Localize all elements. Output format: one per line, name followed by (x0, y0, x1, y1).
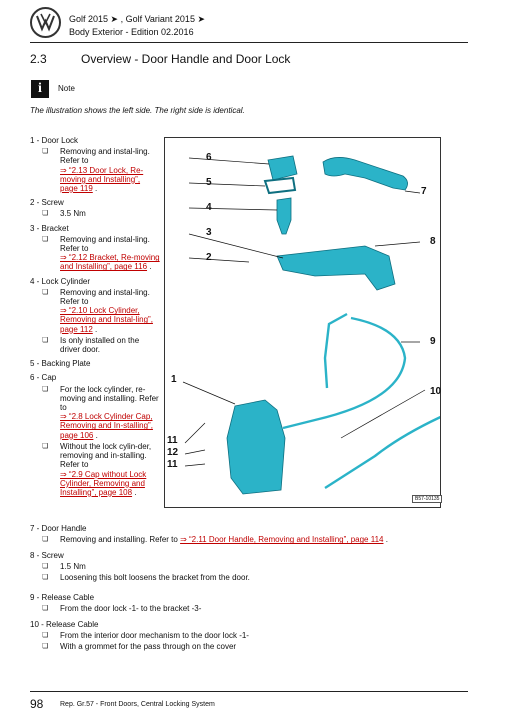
legend-bullet: From the interior door mechanism to the … (30, 631, 470, 640)
legend-heading: 2 - Screw (30, 198, 64, 208)
callout-10: 10 (430, 386, 442, 397)
callout-9: 9 (430, 336, 436, 347)
note-label: Note (58, 84, 75, 93)
header-edition: Body Exterior - Edition 02.2016 (69, 27, 194, 37)
page-number: 98 (30, 697, 44, 711)
callout-2: 2 (206, 252, 212, 263)
callout-12: 12 (167, 447, 179, 458)
legend-bullet: With a grommet for the pass through on t… (30, 642, 470, 651)
legend-heading: 1 - Door Lock (30, 136, 79, 145)
legend-item: 5 - Backing Plate (30, 359, 160, 368)
cross-reference-link[interactable]: ⇒ “2.10 Lock Cylinder, Removing and Inst… (60, 306, 153, 334)
callout-4: 4 (206, 202, 212, 213)
legend-item: 1 - Door Lock Removing and instal-ling. … (30, 136, 160, 193)
legend-bullet: 1.5 Nm (30, 562, 470, 571)
note-icon: i (31, 80, 49, 98)
header-rule (30, 42, 468, 43)
header-model: Golf 2015 ➤ , Golf Variant 2015 ➤ (69, 14, 205, 24)
legend-item: 10 - Release Cable From the interior doo… (30, 620, 470, 652)
callout-1: 1 (171, 374, 177, 385)
legend-heading: 6 - Cap (30, 373, 57, 383)
legend-item: 2 - Screw 3.5 Nm (30, 198, 160, 219)
callout-5: 5 (206, 177, 212, 188)
legend-item: 9 - Release Cable From the door lock -1-… (30, 593, 470, 614)
note-text: The illustration shows the left side. Th… (30, 106, 245, 115)
callout-7: 7 (421, 186, 427, 197)
legend-heading: 9 - Release Cable (30, 593, 95, 602)
cross-reference-link[interactable]: ⇒ “2.13 Door Lock, Re-moving and Install… (60, 165, 144, 194)
section-number: 2.3 (30, 52, 47, 66)
footer-text: Rep. Gr.57 - Front Doors, Central Lockin… (60, 701, 215, 708)
vw-logo (30, 7, 61, 38)
legend-item: 4 - Lock Cylinder Removing and instal-li… (30, 277, 160, 355)
cross-reference-link[interactable]: ⇒ “2.9 Cap without Lock Cylinder, Removi… (60, 469, 147, 497)
callout-11: 11 (167, 435, 178, 446)
callout-3: 3 (206, 227, 212, 238)
legend-bullet: 3.5 Nm (30, 209, 160, 218)
legend-bullet: Removing and installing. Refer to ⇒ “2.1… (30, 535, 470, 544)
legend-item: 7 - Door Handle Removing and installing.… (30, 524, 470, 545)
exploded-view-drawing (182, 155, 440, 495)
legend-bullet: Without the lock cylin-der, removing and… (30, 442, 160, 497)
legend-item: 6 - Cap For the lock cylinder, re-moving… (30, 373, 160, 497)
legend-heading: 4 - Lock Cylinder (30, 276, 91, 286)
legend-bullet: From the door lock -1- to the bracket -3… (30, 604, 470, 613)
legend-heading: 3 - Bracket (30, 223, 69, 233)
legend-heading: 10 - Release Cable (30, 620, 99, 629)
legend-bullet: Removing and instal-ling. Refer to⇒ “2.1… (30, 147, 160, 193)
exploded-view-figure: 6 5 4 3 2 7 8 9 10 1 11 12 11 (164, 137, 441, 508)
legend-item: 3 - Bracket Removing and instal-ling. Re… (30, 224, 160, 272)
section-title: Overview - Door Handle and Door Lock (81, 52, 291, 66)
legend-heading: 7 - Door Handle (30, 524, 87, 533)
legend-bullet: Loosening this bolt loosens the bracket … (30, 573, 470, 582)
legend-bullet: Removing and instal-ling. Refer to⇒ “2.1… (30, 235, 160, 272)
footer-rule (30, 691, 468, 692)
legend-bullet: Is only installed on the driver door. (30, 336, 160, 354)
figure-id: B57-10135 (412, 495, 443, 503)
cross-reference-link[interactable]: ⇒ “2.8 Lock Cylinder Cap, Removing and I… (60, 412, 153, 440)
legend-heading: 8 - Screw (30, 551, 64, 560)
legend-column: 1 - Door Lock Removing and instal-ling. … (30, 136, 160, 497)
callout-6: 6 (206, 152, 212, 163)
cross-reference-link[interactable]: ⇒ “2.11 Door Handle, Removing and Instal… (180, 535, 384, 545)
cross-reference-link[interactable]: ⇒ “2.12 Bracket, Re-moving and Installin… (60, 253, 160, 272)
legend-bullet: Removing and instal-ling. Refer to⇒ “2.1… (30, 288, 160, 334)
legend-heading: 5 - Backing Plate (30, 359, 91, 369)
callout-11: 11 (167, 459, 178, 470)
legend-item: 8 - Screw 1.5 Nm Loosening this bolt loo… (30, 551, 470, 583)
legend-bullet: For the lock cylinder, re-moving and ins… (30, 385, 160, 440)
callout-8: 8 (430, 236, 436, 247)
